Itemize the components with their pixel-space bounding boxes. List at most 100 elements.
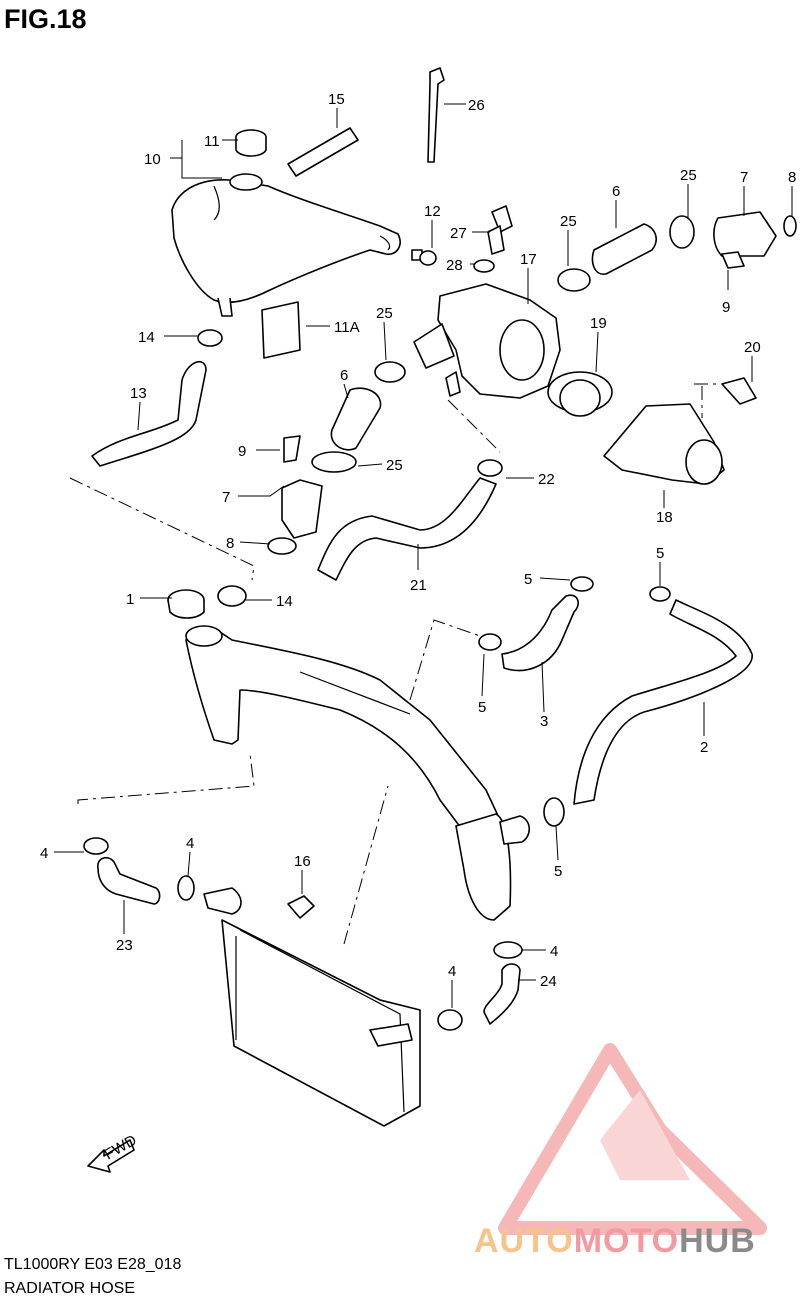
guide-lines: [69, 383, 720, 945]
callout-22: 22: [538, 471, 555, 488]
callout-6-top: 6: [612, 183, 620, 200]
sensor-16: [287, 895, 315, 919]
watermark-text: AUTOMOTOHUB: [474, 1222, 756, 1261]
callout-25-c: 25: [376, 305, 393, 322]
clamp-4-d: [437, 1009, 463, 1031]
callout-6-low: 6: [340, 367, 348, 384]
clamp-14-upper: [197, 329, 223, 347]
callout-3: 3: [540, 713, 548, 730]
callout-5-b: 5: [656, 545, 664, 562]
callout-15: 15: [328, 91, 345, 108]
hose-21: [317, 477, 497, 581]
clamp-4-a: [83, 837, 109, 855]
hose-3: [501, 594, 579, 672]
radiator-cap: [167, 589, 205, 619]
bolt-12: [411, 249, 437, 266]
watermark-moto: MOTO: [573, 1222, 680, 1260]
upper-radiator: [185, 625, 531, 921]
diagram-title: RADIATOR HOSE: [4, 1280, 135, 1297]
reservoir-cap: [235, 129, 267, 157]
label-plate: [261, 301, 301, 359]
callout-7-top: 7: [740, 169, 748, 186]
callout-5-d: 5: [554, 863, 562, 880]
callout-23: 23: [116, 937, 133, 954]
callout-4-a: 4: [40, 845, 48, 862]
clamp-14-lower: [217, 585, 247, 607]
leader-lines: [54, 103, 793, 1008]
temp-sensor: [487, 205, 513, 255]
callout-1: 1: [126, 591, 134, 608]
callout-4-b: 4: [186, 835, 194, 852]
clamp-5-c: [649, 586, 671, 602]
clamp-25-mid2: [374, 361, 406, 383]
hose-6-upper: [591, 223, 657, 275]
callout-8-low: 8: [226, 535, 234, 552]
callout-28: 28: [446, 257, 463, 274]
callout-4-d: 4: [448, 963, 456, 980]
callout-labels: 15 26 11 10 12 27 28 6 25 7 8 25 17 9 11…: [40, 91, 796, 990]
callout-5-a: 5: [524, 571, 532, 588]
fwd-arrow: FWD: [87, 1132, 140, 1173]
bolt-9-top: [721, 251, 745, 269]
callout-9-top: 9: [722, 299, 730, 316]
thermostat-cover: [603, 403, 725, 485]
hose-2: [573, 599, 753, 805]
callout-4-c: 4: [550, 943, 558, 960]
clamp-4-b: [177, 875, 195, 901]
callout-20: 20: [744, 339, 761, 356]
callout-14-lower: 14: [276, 593, 293, 610]
callout-21: 21: [410, 577, 427, 594]
clamp-25-top: [669, 215, 695, 249]
callout-2: 2: [700, 739, 708, 756]
hose-23: [97, 856, 161, 905]
bolt-9-low: [283, 435, 301, 463]
callout-24: 24: [540, 973, 557, 990]
diagram-code: TL1000RY E03 E28_018: [4, 1256, 182, 1273]
callout-11: 11: [204, 133, 220, 150]
callout-12: 12: [424, 203, 441, 220]
callout-26: 26: [468, 97, 485, 114]
callout-10: 10: [144, 151, 161, 168]
clamp-25-low: [311, 451, 357, 473]
washer-28: [473, 259, 495, 273]
cable-tie: [427, 67, 445, 163]
thermostat: [547, 371, 613, 417]
bolt-20: [721, 377, 757, 405]
watermark-auto: AUTO: [474, 1222, 574, 1260]
figure-title: FIG.18: [4, 4, 87, 34]
reservoir-tank: [171, 173, 401, 317]
oring-8-low: [267, 537, 297, 555]
callout-18: 18: [656, 509, 673, 526]
clamp-5-a: [570, 576, 594, 592]
clamp-5-b: [478, 633, 502, 651]
clamp-5-d: [543, 797, 565, 827]
callout-25-low: 25: [386, 457, 403, 474]
clamp-22: [477, 459, 503, 477]
fitting-7-low: [281, 479, 323, 539]
thermostat-housing: [413, 283, 561, 399]
callout-13: 13: [130, 385, 147, 402]
fitting-7-top: [713, 211, 777, 257]
callout-8-top: 8: [788, 169, 796, 186]
callout-14-upper: 14: [138, 329, 155, 346]
callout-19: 19: [590, 315, 607, 332]
hose-24: [483, 963, 521, 1025]
callout-5-c: 5: [478, 699, 486, 716]
callout-27: 27: [450, 225, 467, 242]
hose-13: [91, 360, 207, 467]
callout-17: 17: [520, 251, 537, 268]
callout-25-top: 25: [680, 167, 697, 184]
callout-7-low: 7: [222, 489, 230, 506]
lower-radiator: [221, 919, 421, 1127]
clamp-25-mid: [557, 268, 591, 292]
oring-8-top: [783, 215, 797, 237]
hose-4-short: [203, 887, 242, 915]
callout-11A: 11A: [334, 319, 360, 336]
hose-15: [287, 127, 359, 177]
watermark-hub: HUB: [679, 1222, 756, 1260]
watermark-logo: [498, 1043, 767, 1235]
callout-9-low: 9: [238, 443, 246, 460]
hose-6-lower: [330, 387, 382, 451]
callout-25-mid: 25: [560, 213, 577, 230]
